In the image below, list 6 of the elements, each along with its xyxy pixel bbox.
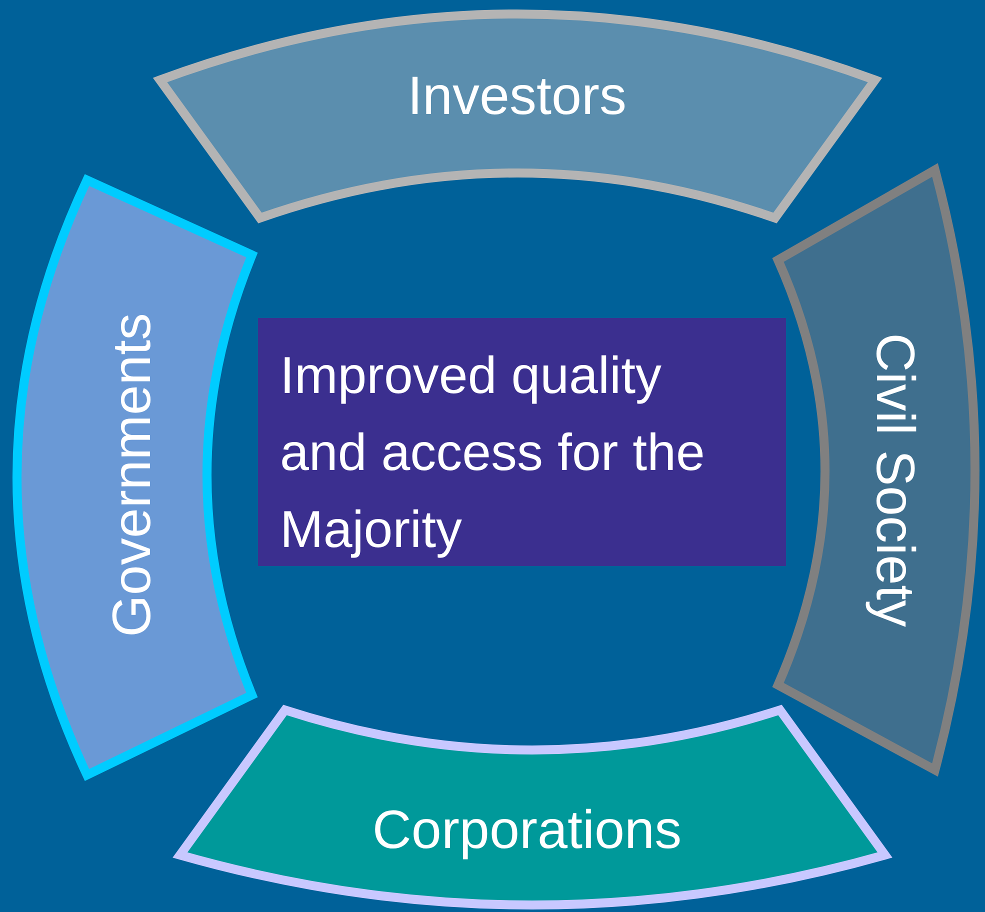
segment-label: Governments xyxy=(105,312,159,638)
segment-label: Corporations xyxy=(372,803,682,857)
segment-label: Civil Society xyxy=(868,332,922,628)
center-text: Improved quality and access for the Majority xyxy=(280,346,706,561)
segment-label: Investors xyxy=(407,69,627,123)
center-box xyxy=(258,318,786,566)
